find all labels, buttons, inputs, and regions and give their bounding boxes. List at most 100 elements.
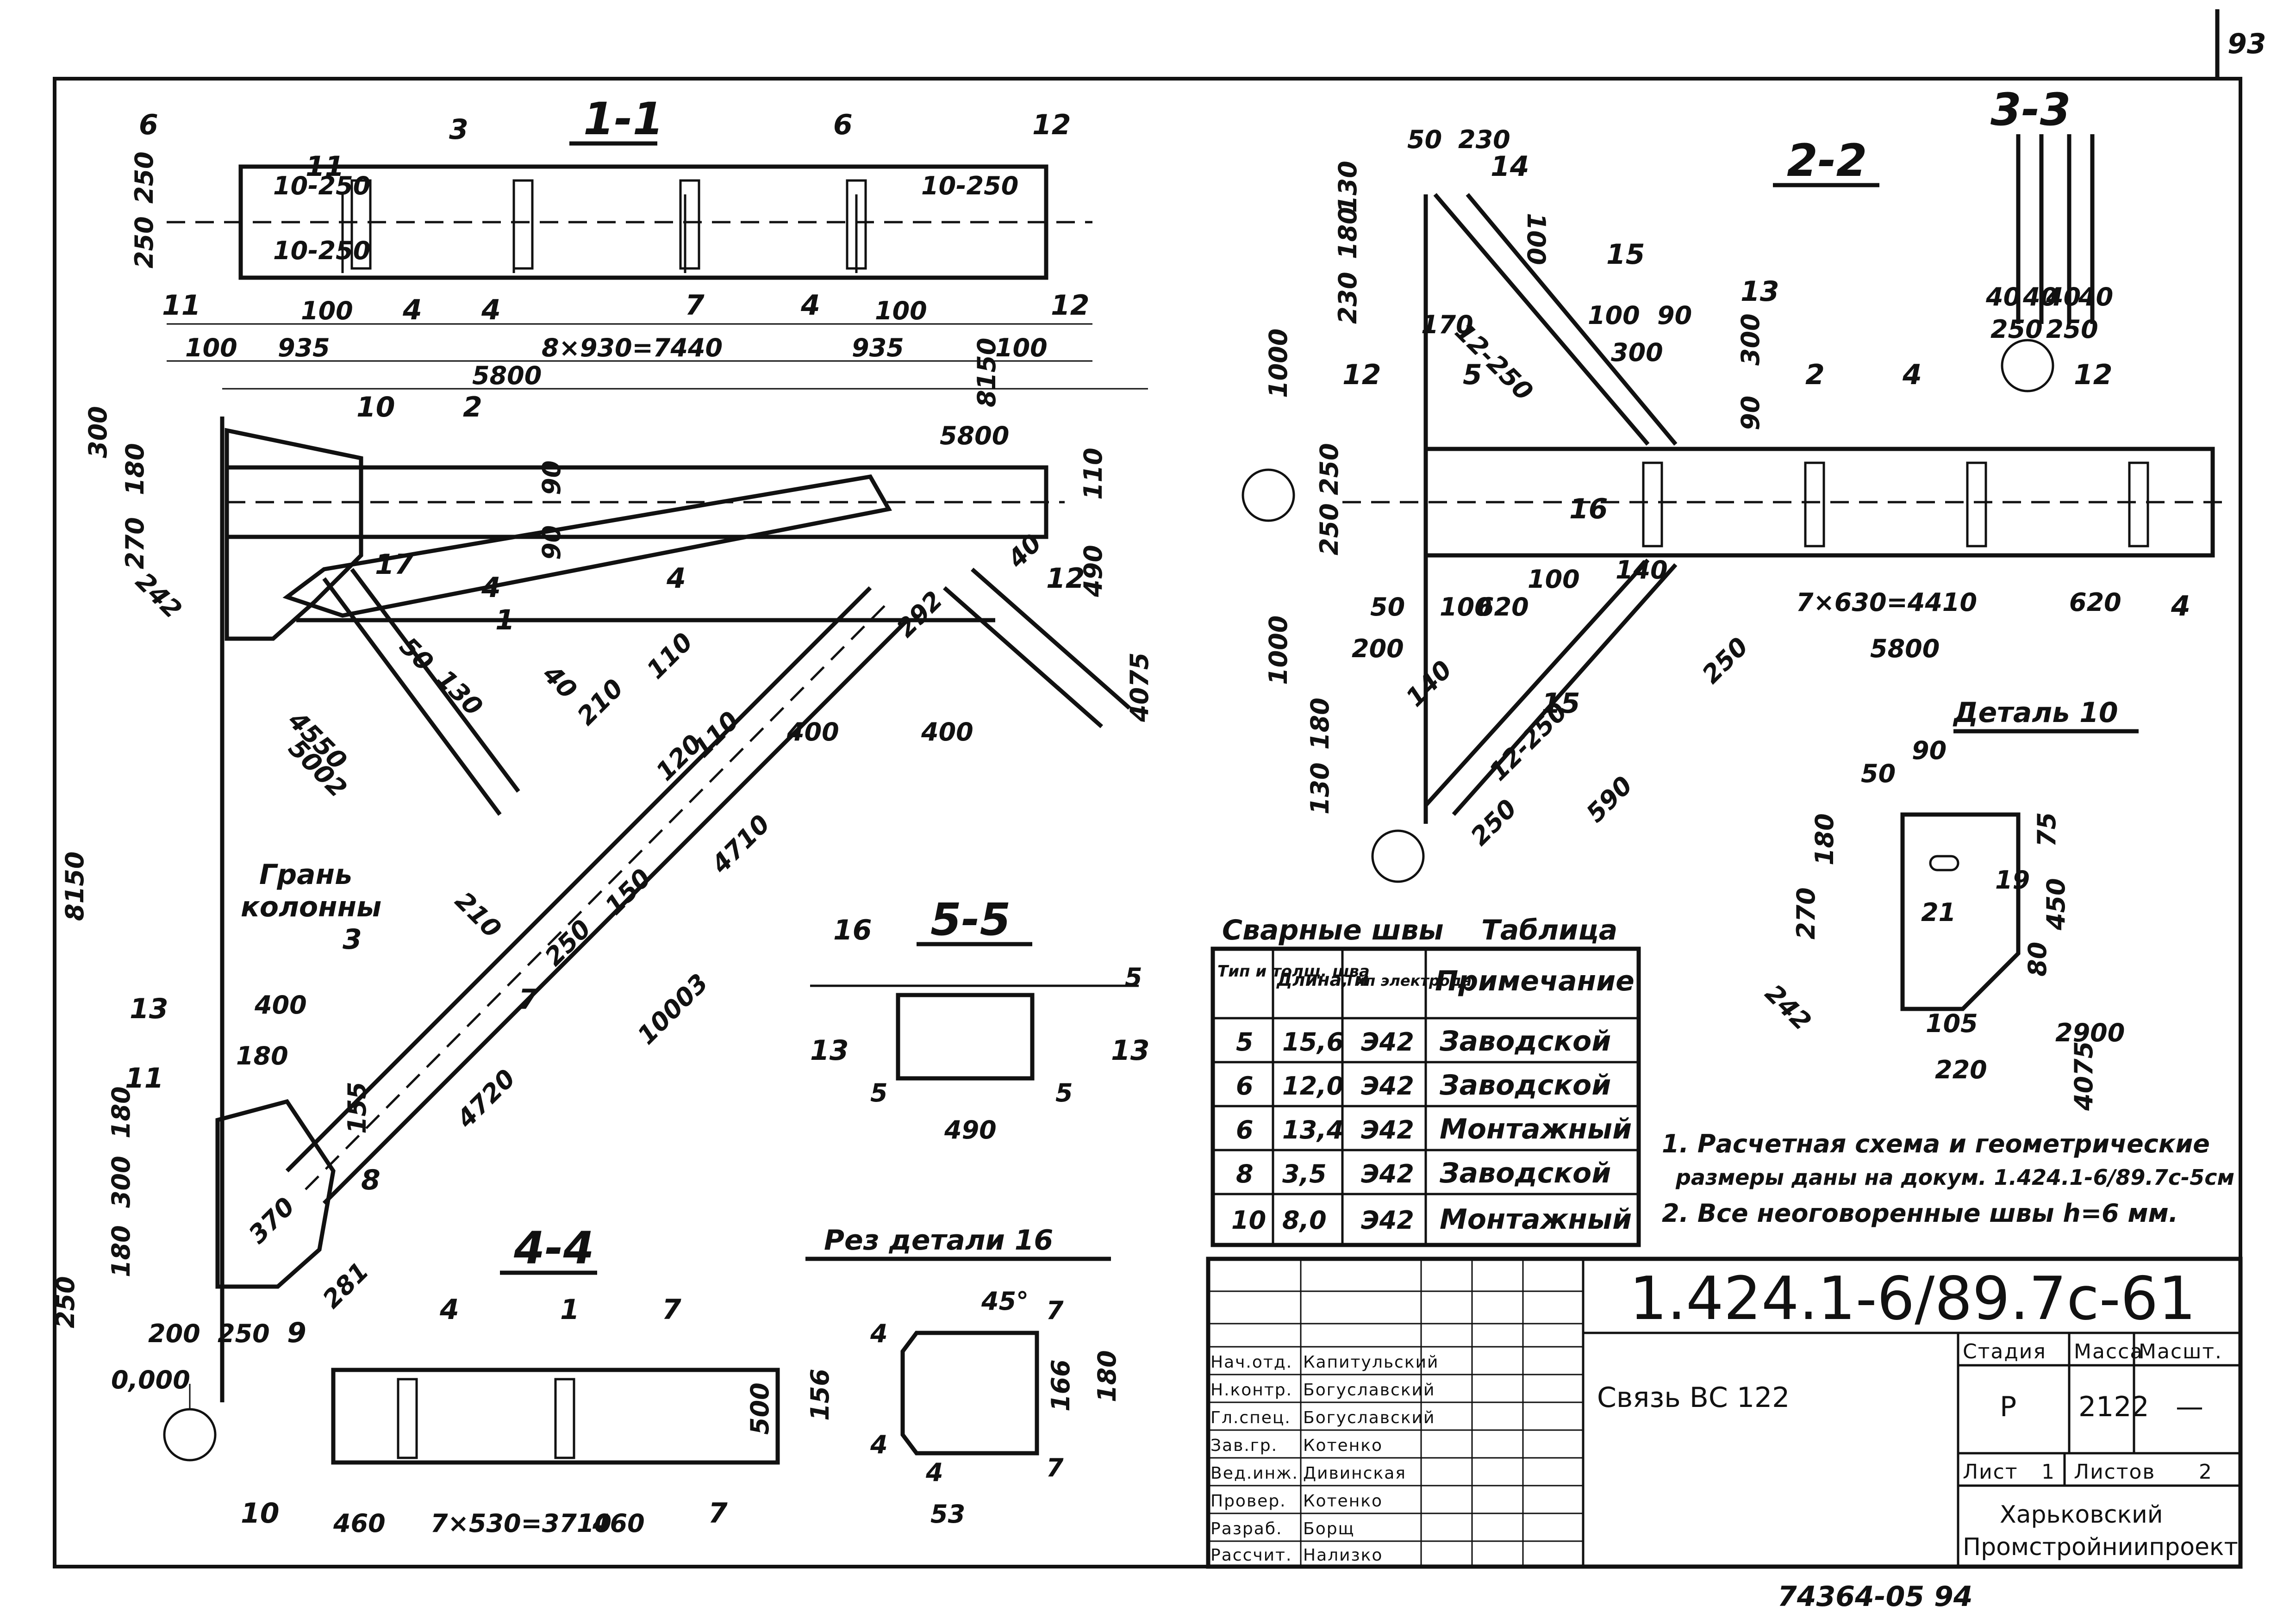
part-15-b: 15	[1541, 687, 1580, 720]
weld-electrode: Э42	[1361, 1206, 1414, 1235]
weld-10-250-b: 10-250	[273, 236, 370, 265]
dim-rez-7a: 7	[1046, 1296, 1064, 1325]
dim-d10-90: 90	[1912, 736, 1947, 765]
part-4-b: 4	[481, 294, 501, 326]
weld-col-type: Тип и толщ. шва	[1217, 962, 1370, 981]
dim-main-400a: 400	[786, 717, 839, 747]
part-12-b: 12	[1051, 289, 1090, 322]
dim-main-10003: 10003	[632, 968, 714, 1050]
part-14: 14	[1491, 150, 1529, 183]
column-face-label-1: Грань	[259, 859, 352, 891]
dim-2-2-1000a: 1000	[1264, 329, 1293, 398]
dim-2-2-230b: 230	[1333, 272, 1362, 324]
sheet-value: 1	[2041, 1460, 2055, 1484]
doc-code: 1.424.1-6/89.7с-61	[1629, 1264, 2196, 1333]
dim-1-1-250b: 250	[130, 216, 159, 268]
section-2-2: 2-2 50 230 130 180 230 170 100 100 90 30…	[1242, 125, 2222, 883]
person: Котенко	[1303, 1436, 1383, 1455]
person: Богуславский	[1303, 1381, 1435, 1400]
rez-16-title: Рез детали 16	[824, 1224, 1053, 1257]
weld-row-1: 5 15,6 Э42 Заводской	[1236, 1025, 1611, 1058]
dim-2-2-5800: 5800	[1870, 634, 1940, 663]
weld-note: Заводской	[1439, 1025, 1611, 1058]
org-line-2: Промстройниипроект	[1963, 1533, 2238, 1561]
weld-length: 15,6	[1282, 1027, 1344, 1057]
dim-main-110b: 110	[641, 627, 699, 684]
role: Рассчит.	[1210, 1546, 1292, 1565]
section-1-1-title: 1-1	[583, 93, 663, 145]
dim-d10-450: 450	[2041, 878, 2071, 931]
dim-2-2-300b: 300	[1736, 313, 1765, 366]
section-3-3-title: 3-3	[1990, 84, 2071, 136]
dim-main-155: 155	[343, 1082, 372, 1134]
section-3-3: 3-3 40 40 40 40 250 250	[1985, 84, 2113, 392]
dim-main-250b: 250	[51, 1276, 80, 1328]
part-10: 10	[356, 391, 395, 423]
sheets-value: 2	[2199, 1460, 2213, 1484]
drawing-name: Связь ВС 122	[1597, 1381, 1790, 1414]
dim-2-2-90b: 90	[1736, 396, 1765, 430]
weld-electrode: Э42	[1361, 1115, 1414, 1145]
part-2-b: 2	[1805, 359, 1825, 391]
part-12-e: 12	[2074, 359, 2113, 391]
part-7-c: 7	[662, 1294, 681, 1326]
dim-rez-4b: 4	[870, 1430, 888, 1459]
note-1: 1. Расчетная схема и геометрические	[1662, 1129, 2210, 1158]
dim-main-50: 50	[394, 632, 439, 677]
weld-length: 12,0	[1282, 1071, 1344, 1101]
stage-label: Стадия	[1963, 1340, 2046, 1363]
dim-main-8150a: 8150	[972, 338, 1001, 407]
section-rez-16: Рез детали 16 7 166 180 156 4 4 4 53 7 4…	[805, 1224, 1122, 1529]
dim-2-2-180b: 180	[1305, 697, 1335, 750]
dim-main-370: 370	[243, 1192, 300, 1249]
part-7-b: 7	[518, 983, 538, 1016]
signature-rows: Нач.отд. Капитульский Н.контр. Богуславс…	[1210, 1353, 1439, 1565]
dim-main-300b: 300	[106, 1156, 136, 1208]
dim-2-2-130: 130	[1333, 161, 1362, 213]
dim-4-4-460a: 460	[333, 1509, 386, 1538]
part-3-b: 3	[343, 923, 362, 956]
dim-2-2-170: 170	[1421, 310, 1473, 339]
part-1-b: 1	[560, 1294, 580, 1326]
mass-label: Масса	[2074, 1340, 2143, 1363]
weld-type: 6	[1236, 1115, 1254, 1145]
part-12-a: 12	[1032, 109, 1071, 141]
dim-3-3-250b: 250	[2046, 315, 2098, 344]
weld-electrode: Э42	[1361, 1071, 1414, 1101]
dim-main-180c: 180	[106, 1086, 136, 1139]
weld-note: Монтажный	[1440, 1203, 1632, 1236]
person: Богуславский	[1303, 1408, 1435, 1427]
weld-table-title-right: Таблица	[1481, 914, 1617, 946]
section-5-5-title: 5-5	[930, 894, 1011, 946]
part-13: 13	[130, 993, 168, 1025]
part-5: 5	[1463, 359, 1482, 391]
dim-main-4710: 4710	[705, 809, 776, 879]
part-4-e: 4	[481, 572, 501, 604]
dim-3-3-250a: 250	[1990, 315, 2043, 344]
sheet-label: Лист	[1963, 1460, 2018, 1484]
dim-main-180d: 180	[106, 1225, 136, 1277]
person: Борщ	[1303, 1519, 1354, 1538]
dim-2-2-100b: 100	[1588, 301, 1640, 330]
part-3-a: 3	[449, 113, 468, 146]
weld-row-5: 10 8,0 Э42 Монтажный	[1231, 1203, 1632, 1236]
part-13-c: 13	[810, 1034, 849, 1067]
weld-table-title-left: Сварные швы	[1222, 914, 1444, 946]
dim-2-2-200: 200	[1352, 634, 1404, 663]
dim-d10-2900: 2900	[2055, 1018, 2125, 1047]
part-9: 9	[287, 1317, 306, 1349]
dim-rez-156: 156	[805, 1369, 835, 1421]
person: Капитульский	[1303, 1353, 1439, 1372]
weld-type: 5	[1236, 1027, 1254, 1057]
dim-rez-53: 53	[930, 1500, 965, 1529]
note-2: 2. Все неоговоренные швы h=6 мм.	[1662, 1199, 2178, 1228]
part-13-b: 13	[1741, 275, 1779, 308]
dim-2-2-100: 100	[1522, 213, 1551, 265]
dim-rez-angle: 45°	[981, 1287, 1029, 1316]
dim-main-4075: 4075	[1125, 653, 1154, 722]
weld-length: 13,4	[1282, 1115, 1344, 1145]
dim-5-5-5a: 5	[1125, 963, 1142, 992]
dim-main-4720: 4720	[451, 1064, 521, 1134]
dim-rez-4a: 4	[870, 1319, 888, 1348]
part-4-d: 4	[666, 562, 686, 595]
